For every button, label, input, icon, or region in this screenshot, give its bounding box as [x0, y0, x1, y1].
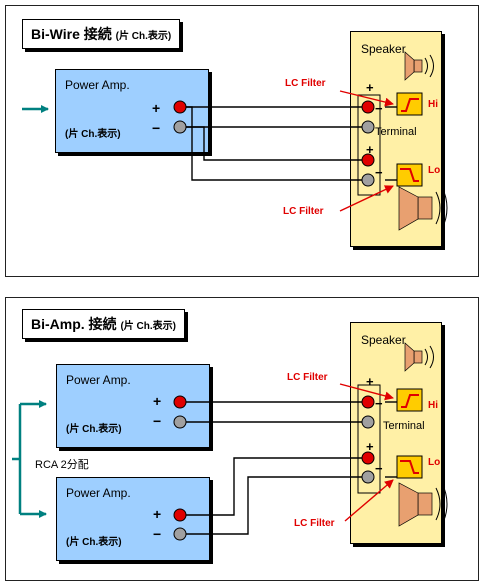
- biamp-title-text: Bi-Amp. 接続: [31, 316, 117, 332]
- lc-filter-label-lo: LC Filter: [294, 518, 335, 529]
- amp-minus-sign: −: [153, 526, 162, 542]
- amp-name: Power Amp.: [66, 373, 131, 387]
- spk-lo-minus: −: [375, 165, 383, 180]
- amp-minus-sign: −: [153, 413, 162, 429]
- lc-filter-label-lo: LC Filter: [283, 206, 324, 217]
- amp-plus-sign: +: [153, 393, 162, 409]
- amp-sub: (片 Ch.表示): [66, 424, 122, 435]
- biamp-title-note: (片 Ch.表示): [120, 321, 176, 332]
- spk-hi-minus: −: [375, 101, 383, 116]
- spk-hi-minus: −: [375, 396, 383, 411]
- amp-sub: (片 Ch.表示): [66, 537, 122, 548]
- lo-label: Lo: [428, 457, 441, 468]
- amp-sub: (片 Ch.表示): [65, 129, 121, 140]
- biamp-power-amp-hi: Power Amp. (片 Ch.表示) + −: [56, 364, 210, 448]
- biwire-title: Bi-Wire 接続 (片 Ch.表示): [22, 19, 181, 49]
- biamp-title: Bi-Amp. 接続 (片 Ch.表示): [22, 309, 185, 339]
- hi-label: Hi: [428, 99, 438, 110]
- amp-plus-sign: +: [152, 100, 161, 116]
- speaker-name: Speaker: [361, 333, 406, 347]
- amp-plus-sign: +: [153, 506, 162, 522]
- spk-lo-plus: +: [366, 142, 374, 157]
- terminal-label: Terminal: [383, 420, 425, 432]
- amp-name: Power Amp.: [66, 486, 131, 500]
- terminal-label: Terminal: [375, 126, 417, 138]
- biwire-title-note: (片 Ch.表示): [115, 31, 172, 42]
- biwire-power-amp: Power Amp. (片 Ch.表示) + −: [55, 69, 209, 153]
- lc-filter-label-hi: LC Filter: [287, 372, 328, 383]
- lo-label: Lo: [428, 165, 441, 176]
- rca-split-label: RCA 2分配: [35, 459, 89, 471]
- spk-lo-plus: +: [366, 439, 374, 454]
- hi-label: Hi: [428, 400, 438, 411]
- lc-filter-label-hi: LC Filter: [285, 78, 326, 89]
- biwire-speaker: Speaker: [350, 31, 442, 247]
- biamp-power-amp-lo: Power Amp. (片 Ch.表示) + −: [56, 477, 210, 561]
- biwire-title-text: Bi-Wire 接続: [31, 26, 112, 42]
- spk-hi-plus: +: [366, 374, 374, 389]
- speaker-name: Speaker: [361, 42, 406, 56]
- spk-hi-plus: +: [366, 80, 374, 95]
- amp-minus-sign: −: [152, 120, 161, 136]
- biamp-speaker: Speaker: [350, 322, 442, 544]
- spk-lo-minus: −: [375, 461, 383, 476]
- amp-name: Power Amp.: [65, 78, 130, 92]
